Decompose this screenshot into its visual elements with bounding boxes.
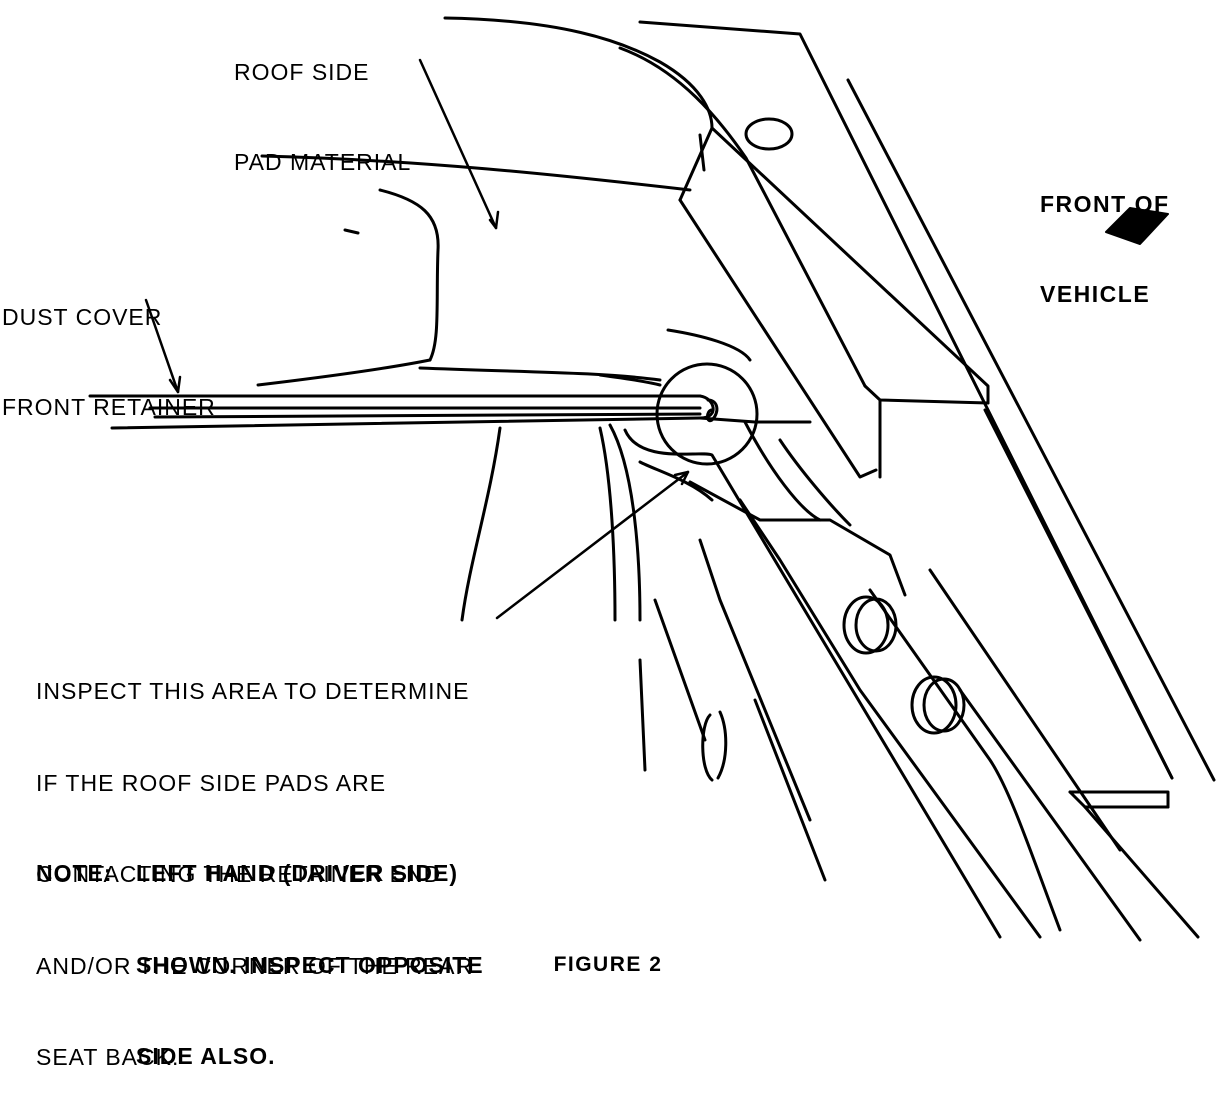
dust-cover-retainer-label: DUST COVER FRONT RETAINER xyxy=(2,304,216,420)
figure-caption: FIGURE 2 xyxy=(553,953,663,976)
inspection-circle xyxy=(655,362,759,466)
front-arrow-icon xyxy=(1105,207,1169,245)
lower-bracket xyxy=(1068,790,1200,939)
roof-side-pad xyxy=(256,16,752,387)
inspect-instruction: INSPECT THIS AREA TO DETERMINE IF THE RO… xyxy=(36,678,474,1070)
line-drawing xyxy=(88,16,1216,942)
roof-rail xyxy=(618,20,1216,782)
roof-side-pad-label: ROOF SIDE PAD MATERIAL xyxy=(234,59,412,175)
note-text: NOTE:LEFT HAND (DRIVER SIDE) SHOWN. INSP… xyxy=(36,860,484,1069)
dust-cover-retainer xyxy=(88,394,812,430)
leader-lines xyxy=(144,58,690,620)
front-of-vehicle-label: FRONT OF VEHICLE xyxy=(1040,191,1170,307)
note-heading: NOTE: xyxy=(36,860,113,886)
seat-fasteners xyxy=(701,595,966,782)
rear-seat-back xyxy=(460,420,1142,942)
